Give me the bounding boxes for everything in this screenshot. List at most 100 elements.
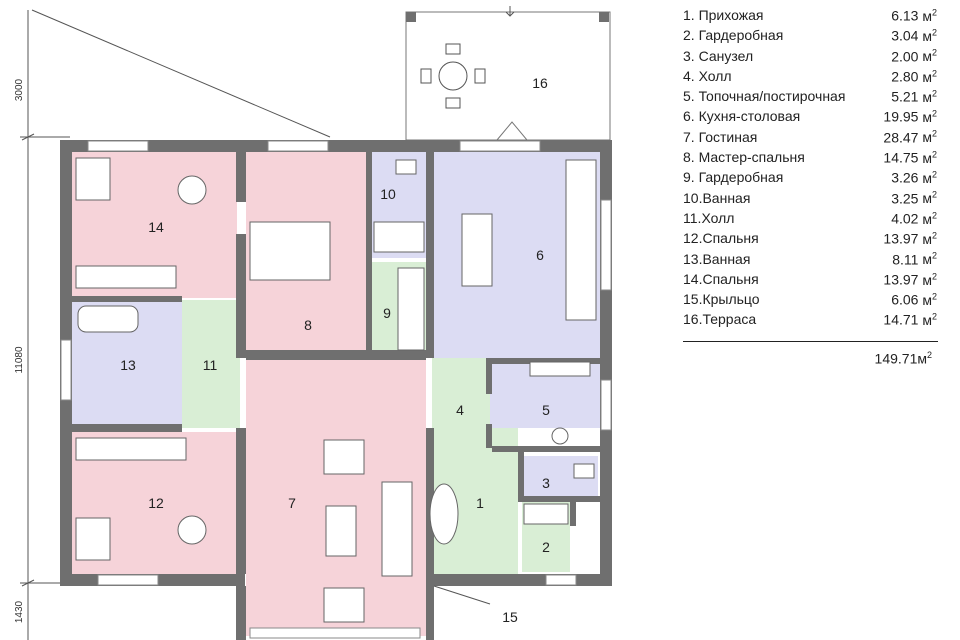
legend-room-index: 5. — [683, 88, 695, 105]
legend-room-area: 2.00 м2 — [891, 48, 937, 65]
legend-row: 2. Гардеробная 3.04 м2 — [683, 25, 943, 45]
toilet-icon — [395, 159, 417, 175]
dimension-lines — [20, 9, 331, 640]
legend-room-index: 2. — [683, 27, 695, 44]
legend-unit-exp: 2 — [931, 291, 937, 302]
legend-room-name: 9. Гардеробная — [683, 169, 783, 185]
legend-area-value: 3.25 — [891, 190, 919, 207]
legend-unit-text: м — [922, 291, 932, 308]
legend-room-label: Крыльцо — [702, 291, 760, 308]
legend-room-name: 10.Ванная — [683, 190, 750, 206]
legend-room-area: 14.71 м2 — [883, 311, 937, 328]
legend-area-unit: м2 — [922, 27, 937, 44]
armchair-icon — [323, 439, 365, 475]
legend-area-unit: м2 — [922, 7, 937, 24]
room-number-15: 15 — [502, 609, 518, 625]
legend-room-label: Холл — [701, 209, 735, 226]
legend-room-name: 14.Спальня — [683, 271, 759, 287]
legend-room-area: 14.75 м2 — [883, 149, 937, 166]
legend-room-name: 5. Топочная/постирочная — [683, 88, 845, 104]
legend-unit-exp: 2 — [931, 88, 937, 99]
legend-room-index: 14. — [683, 270, 703, 287]
legend-room-index: 6. — [683, 108, 695, 125]
kitchen-counter-icon — [565, 159, 597, 321]
legend-room-index: 4. — [683, 67, 695, 84]
legend-unit-text: м — [922, 210, 932, 227]
legend-unit-text: м — [922, 271, 932, 288]
legend-room-area: 4.02 м2 — [891, 210, 937, 227]
bed-icon-2 — [75, 517, 111, 561]
legend-room-name: 4. Холл — [683, 68, 732, 84]
legend-room-label: Прихожая — [698, 7, 764, 23]
legend-room-name: 1. Прихожая — [683, 7, 763, 23]
master-bed-icon — [249, 221, 331, 281]
legend-unit-text: м — [922, 88, 932, 105]
legend-room-area: 3.04 м2 — [891, 27, 937, 44]
legend-unit-text: м — [922, 149, 932, 166]
entry-bench-icon — [429, 483, 459, 545]
legend-area-unit: м2 — [922, 311, 937, 329]
room-number-5: 5 — [542, 402, 550, 418]
legend-area-unit: м2 — [922, 88, 937, 105]
legend-room-name: 11.Холл — [683, 210, 734, 226]
wardrobe-icon — [75, 265, 177, 289]
legend-room-name: 15.Крыльцо — [683, 291, 760, 307]
terrace-area — [405, 6, 611, 141]
legend-unit-text: м — [922, 7, 932, 24]
room-number-2: 2 — [542, 539, 550, 555]
legend-area-value: 8.11 — [892, 251, 919, 268]
legend-row: 8. Мастер-спальня 14.75 м2 — [683, 147, 943, 167]
legend-room-area: 28.47 м2 — [883, 129, 937, 146]
legend-room-name: 16.Терраса — [683, 311, 756, 327]
legend-area-value: 14.75 — [883, 149, 919, 166]
windows — [60, 140, 612, 639]
legend-unit-text: м — [922, 312, 932, 329]
legend-room-index: 8. — [683, 149, 695, 166]
legend-room-name: 12.Спальня — [683, 230, 759, 246]
legend-area-unit: м2 — [922, 47, 937, 65]
legend-area-value: 13.97 — [883, 230, 919, 247]
dimension-bottom: 1430 — [14, 600, 25, 623]
legend-area-unit: м2 — [922, 149, 937, 166]
legend-area-value: 2.00 — [891, 48, 919, 65]
legend-unit-exp: 2 — [931, 250, 937, 261]
legend-room-index: 1. — [683, 7, 695, 23]
legend-area-value: 3.26 — [891, 170, 919, 187]
legend-room-label: Спальня — [702, 230, 759, 247]
legend-area-unit: м2 — [922, 190, 937, 207]
legend-area-value: 4.02 — [891, 210, 919, 227]
legend-row: 9. Гардеробная 3.26 м2 — [683, 167, 943, 187]
legend-room-label: Мастер-спальня — [698, 149, 805, 166]
legend-room-label: Топочная/постирочная — [698, 88, 846, 105]
legend-row: 10.Ванная 3.25 м2 — [683, 188, 943, 208]
legend-area-value: 3.04 — [891, 27, 919, 44]
legend-row: 7. Гостиная 28.47 м2 — [683, 127, 943, 147]
legend-room-area: 3.26 м2 — [891, 169, 937, 186]
total-area-value: 149.71 — [874, 350, 918, 367]
legend-room-label: Гардеробная — [698, 27, 784, 44]
legend-unit-exp: 2 — [931, 7, 937, 17]
legend-room-area: 6.06 м2 — [891, 291, 937, 308]
legend-room-label: Холл — [698, 67, 732, 84]
legend-unit-exp: 2 — [931, 209, 937, 220]
legend-room-index: 13. — [683, 250, 703, 267]
porch-outline — [433, 585, 491, 605]
legend-area-value: 6.13 — [891, 7, 919, 24]
legend-room-label: Ванная — [702, 189, 751, 206]
legend-room-name: 2. Гардеробная — [683, 27, 783, 43]
legend-unit-exp: 2 — [931, 67, 937, 78]
legend-area-unit: м2 — [922, 291, 937, 308]
legend-row: 1. Прихожая 6.13 м2 — [683, 5, 943, 25]
furniture — [75, 157, 597, 623]
legend-unit-text: м — [922, 190, 932, 207]
legend-room-name: 7. Гостиная — [683, 129, 757, 145]
room-number-14: 14 — [148, 219, 164, 235]
dimension-middle: 11080 — [14, 346, 25, 374]
legend-unit-text: м — [922, 109, 932, 126]
legend-area-unit: м2 — [922, 250, 937, 268]
legend-unit-exp: 2 — [931, 47, 937, 58]
legend-room-name: 8. Мастер-спальня — [683, 149, 805, 165]
legend-area-value: 13.97 — [883, 271, 919, 288]
